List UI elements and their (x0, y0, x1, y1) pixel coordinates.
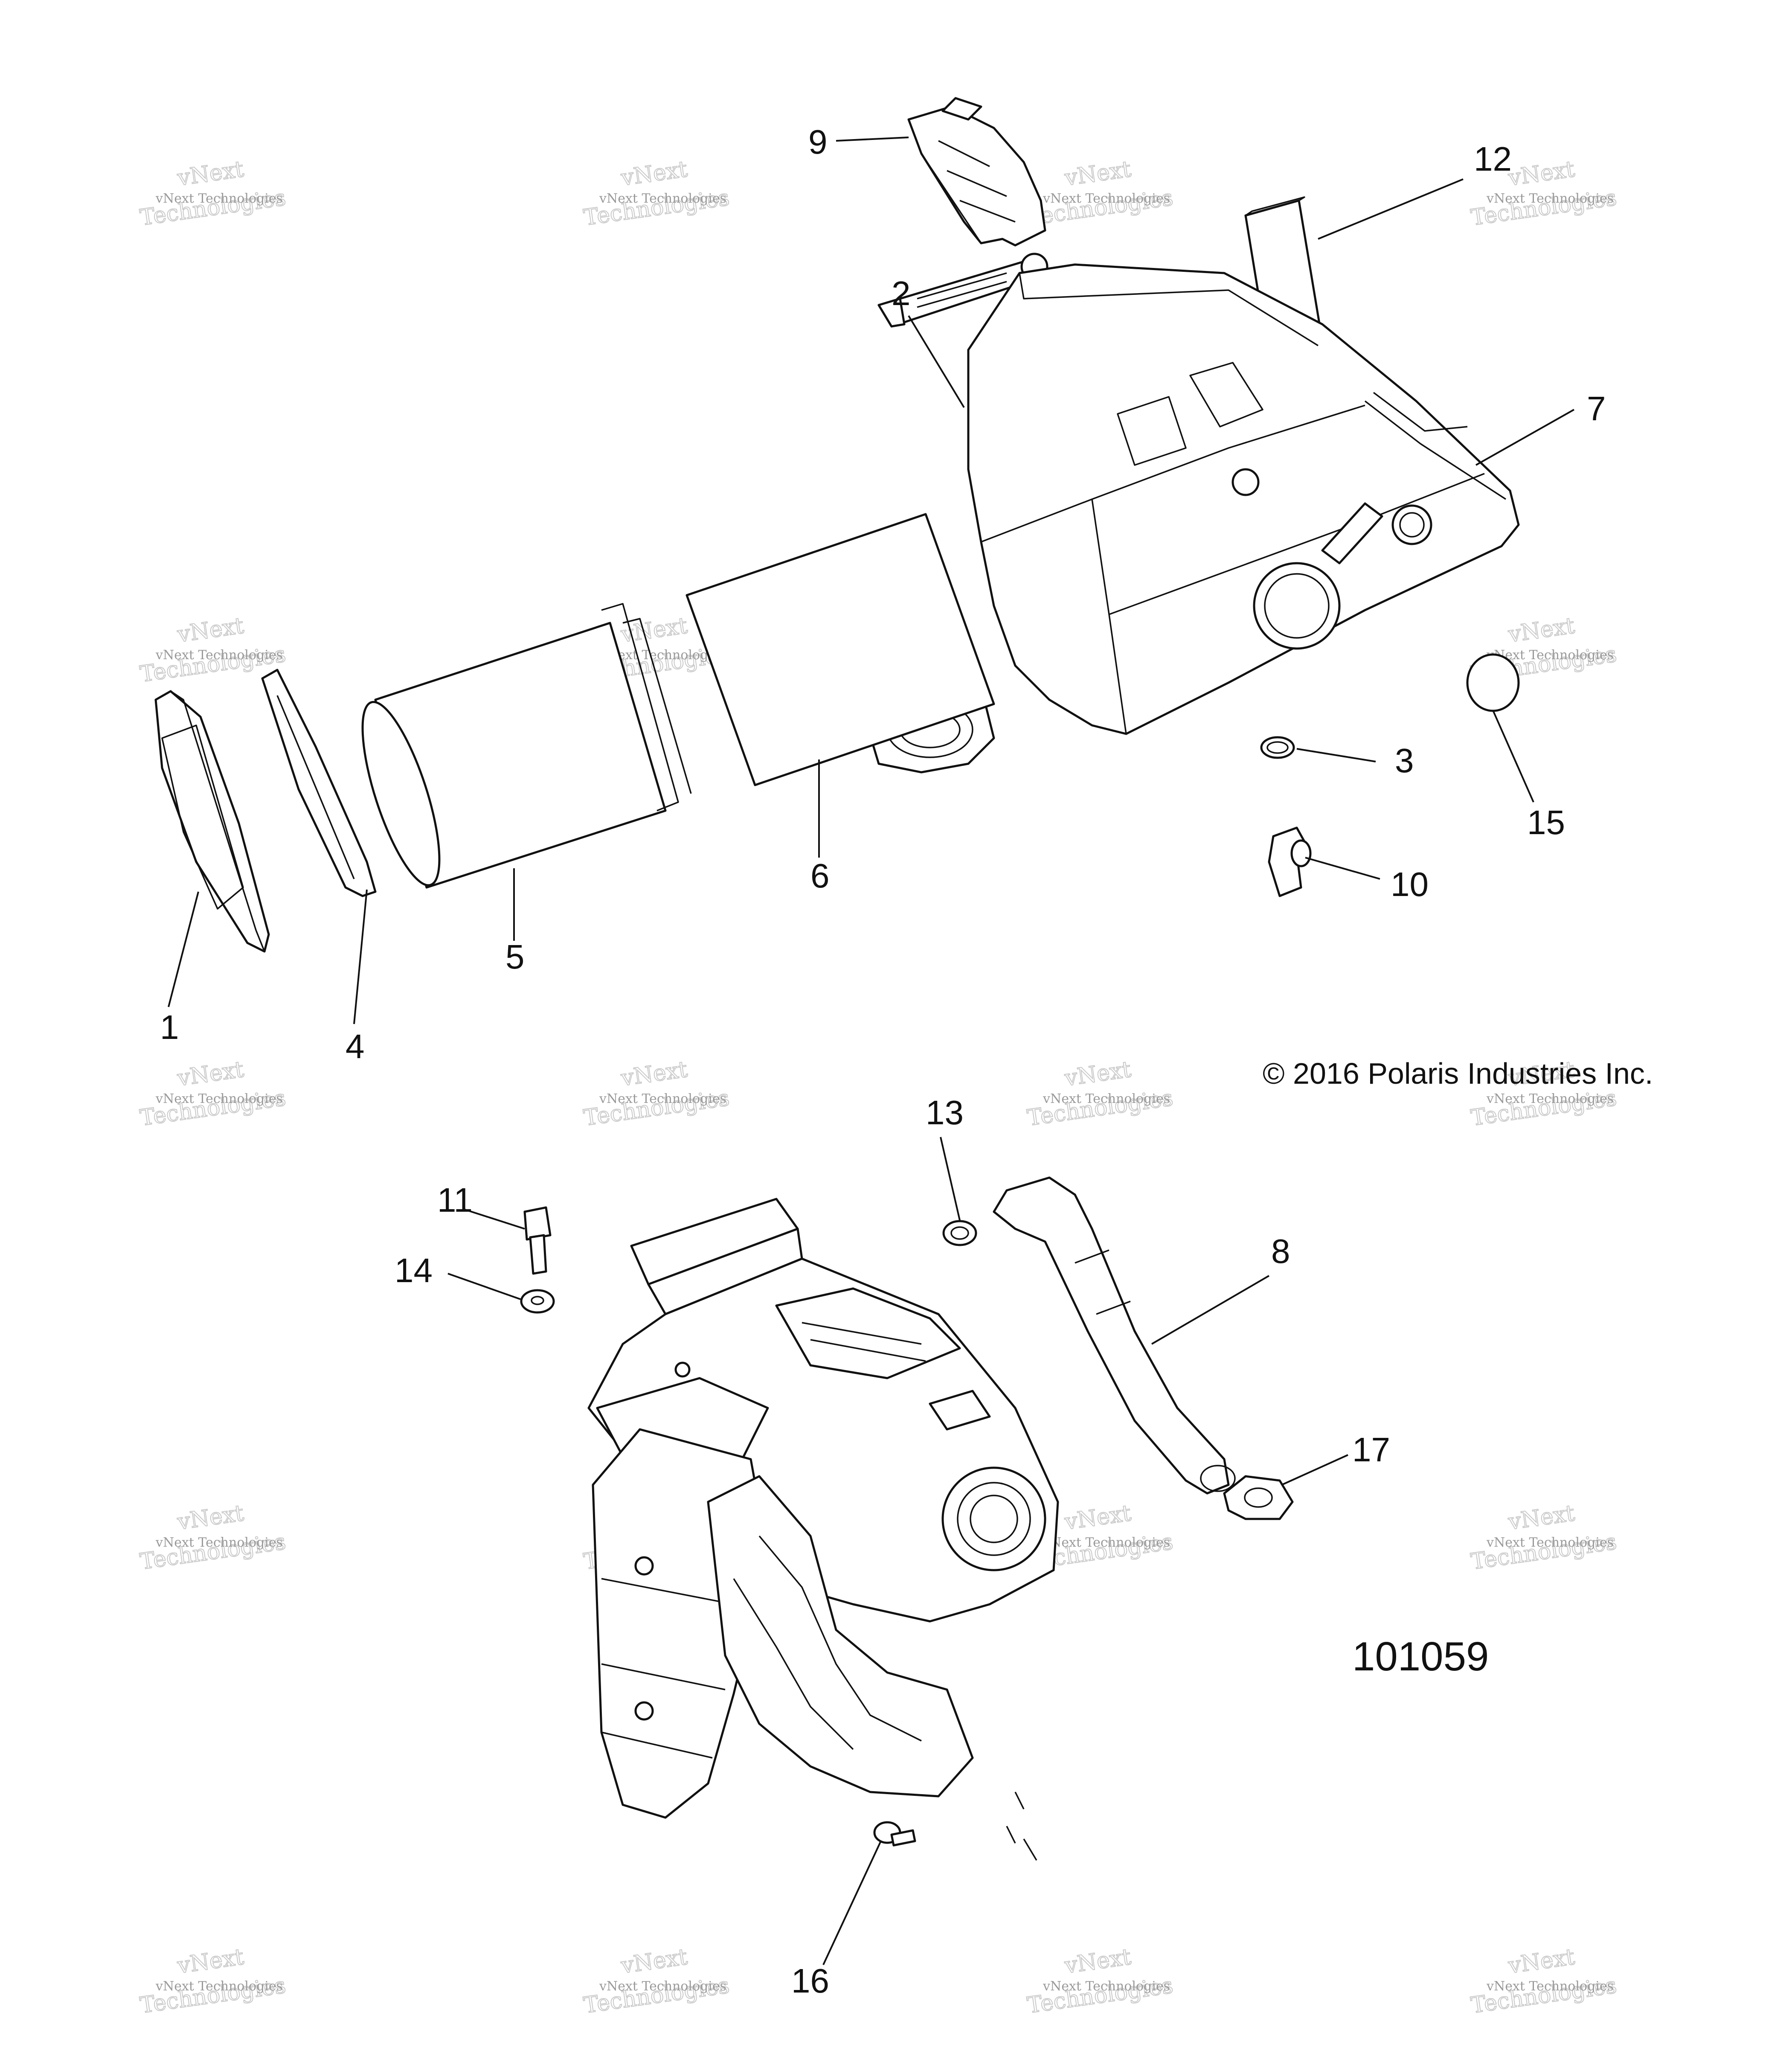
part-6-pre-filter (685, 513, 995, 786)
leader-line-8 (1151, 1275, 1270, 1345)
watermark-text-18: vNext Technologies (599, 1979, 726, 1994)
watermark-brand-13: vNext (176, 1501, 246, 1535)
watermark-brand-1: vNext (176, 157, 246, 191)
watermark-brand-8: vNext (1507, 613, 1577, 648)
leader-line-13 (940, 1137, 961, 1221)
watermark-brand-20: vNext (1507, 1944, 1577, 1979)
watermark-brand-9: vNext (176, 1057, 246, 1091)
watermark-brand-15: vNext (1063, 1501, 1133, 1535)
watermark-text-11: vNext Technologies (1043, 1091, 1170, 1106)
callout-5: 5 (505, 938, 525, 976)
leader-line-7 (1475, 409, 1574, 466)
leader-line-14 (447, 1273, 521, 1300)
figure-id: 101059 (1352, 1634, 1489, 1679)
part-11-bolt (523, 1206, 552, 1275)
leader-line-16 (822, 1841, 882, 1965)
callout-1: 1 (160, 1008, 179, 1046)
watermark-brand-17: vNext (176, 1944, 246, 1979)
callout-4: 4 (346, 1027, 365, 1065)
watermark-text-12: vNext Technologies (1486, 1091, 1614, 1106)
watermark-text-20: vNext Technologies (1486, 1979, 1614, 1994)
callout-10: 10 (1391, 865, 1429, 903)
watermark-text-1: vNext Technologies (155, 191, 283, 206)
watermark-brand-11: vNext (1063, 1057, 1133, 1091)
callout-14: 14 (395, 1251, 433, 1289)
watermark-text-2: vNext Technologies (599, 191, 726, 206)
part-9-cover (907, 97, 1046, 247)
watermark-text-17: vNext Technologies (155, 1979, 283, 1994)
callout-7: 7 (1587, 390, 1606, 428)
watermark-text-5: vNext Technologies (155, 648, 283, 663)
callout-15: 15 (1527, 803, 1565, 841)
watermark-text-16: vNext Technologies (1486, 1535, 1614, 1550)
callout-3: 3 (1395, 742, 1414, 780)
watermark-text-4: vNext Technologies (1486, 191, 1614, 206)
watermark-brand-19: vNext (1063, 1944, 1133, 1979)
part-14-washer (520, 1289, 555, 1314)
watermark-text-15: vNext Technologies (1043, 1535, 1170, 1550)
watermark-text-10: vNext Technologies (599, 1091, 726, 1106)
leader-line-17 (1281, 1454, 1348, 1486)
leader-line-1 (168, 891, 199, 1007)
watermark-brand-5: vNext (176, 613, 246, 648)
watermark-brand-4: vNext (1507, 157, 1577, 191)
watermark-brand-2: vNext (619, 157, 689, 191)
callout-6: 6 (810, 857, 830, 895)
leader-line-2 (908, 315, 965, 408)
installed-airbox-assembly (587, 1198, 1059, 1861)
leader-line-9 (836, 137, 909, 142)
part-5-filter-element (361, 603, 692, 889)
leader-line-12 (1318, 178, 1464, 240)
watermark-brand-16: vNext (1507, 1501, 1577, 1535)
part-4-gasket (261, 669, 377, 897)
part-15-plug (1466, 653, 1520, 712)
part-10-drain-valve (1268, 826, 1312, 897)
part-3-o-ring (1260, 736, 1295, 759)
part-16-screw (873, 1821, 916, 1847)
part-8-hose (993, 1176, 1236, 1495)
watermark-text-3: vNext Technologies (1043, 191, 1170, 206)
callout-11: 11 (437, 1181, 473, 1219)
callout-16: 16 (791, 1962, 829, 2000)
part-17-hose-clamp (1223, 1475, 1294, 1520)
callout-9: 9 (808, 123, 828, 161)
part-13-clamp (942, 1220, 977, 1246)
callout-8: 8 (1271, 1232, 1290, 1270)
leader-line-4 (353, 889, 368, 1024)
part-2-latch-strap (877, 253, 1048, 328)
leader-line-3 (1296, 748, 1376, 762)
watermark-text-13: vNext Technologies (155, 1535, 283, 1550)
callout-2: 2 (892, 274, 911, 312)
callout-13: 13 (926, 1094, 964, 1132)
watermark-brand-3: vNext (1063, 157, 1133, 191)
callout-12: 12 (1474, 140, 1512, 178)
watermark-brand-10: vNext (619, 1057, 689, 1091)
leader-line-15 (1492, 710, 1534, 803)
watermark-text-9: vNext Technologies (155, 1091, 283, 1106)
leader-lines (168, 137, 1574, 1965)
leader-line-11 (465, 1209, 525, 1230)
watermark-text-19: vNext Technologies (1043, 1979, 1170, 1994)
callout-17: 17 (1352, 1431, 1390, 1469)
leader-line-10 (1305, 857, 1380, 880)
watermark-brand-18: vNext (619, 1944, 689, 1979)
part-1-cover (154, 690, 270, 953)
copyright-notice: © 2016 Polaris Industries Inc. (1263, 1057, 1653, 1090)
